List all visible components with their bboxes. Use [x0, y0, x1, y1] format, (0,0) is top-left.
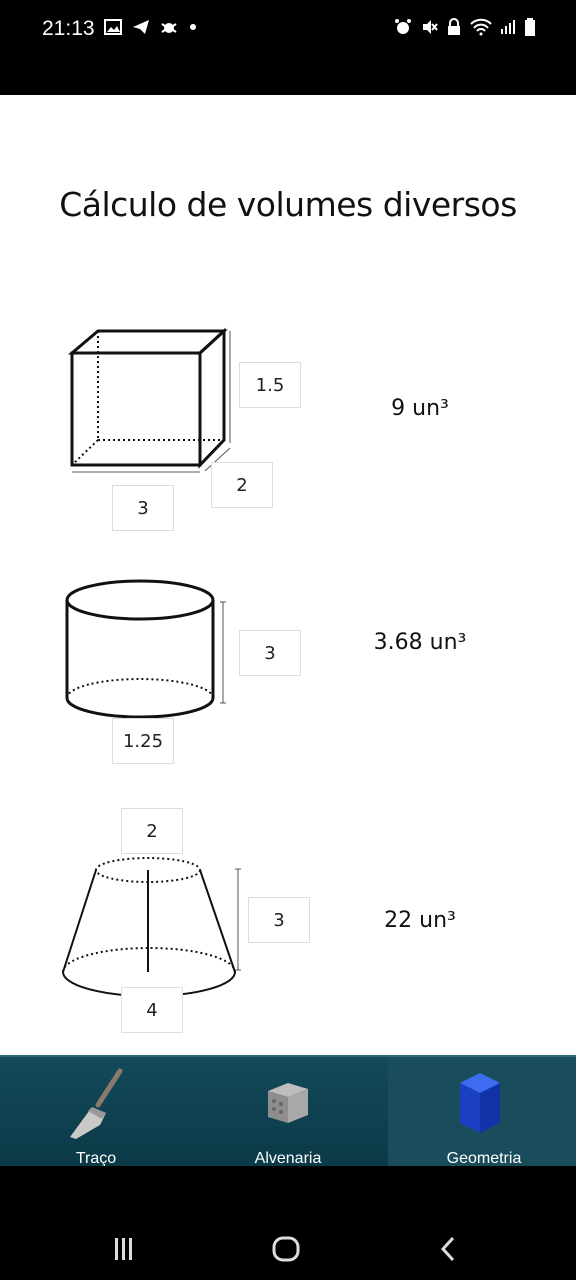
brick-icon: [268, 1083, 308, 1123]
battery-icon: [525, 18, 535, 36]
tab-geometria-label: Geometria: [446, 1150, 522, 1167]
dot-icon: [190, 24, 196, 30]
frustum-bottom-input[interactable]: 4: [121, 987, 183, 1033]
tab-geometria[interactable]: Geometria: [388, 1057, 576, 1168]
recent-apps-icon[interactable]: [112, 1238, 136, 1260]
signal-icon: [501, 20, 515, 34]
cylinder-radius-input[interactable]: 1.25: [112, 718, 174, 764]
status-bar: 21:13: [0, 0, 576, 95]
frustum-result: 22 un³: [384, 908, 456, 933]
home-icon[interactable]: [272, 1236, 300, 1262]
page-title: Cálculo de volumes diversos: [59, 185, 517, 224]
box-width-input[interactable]: 3: [112, 485, 174, 531]
cylinder-diagram: [65, 579, 226, 719]
box-diagram: [67, 327, 231, 473]
frustum-top-input[interactable]: 2: [121, 808, 183, 854]
cylinder-height-input[interactable]: 3: [239, 630, 301, 676]
frustum-diagram: [62, 857, 241, 997]
tab-traco[interactable]: Traço: [0, 1057, 192, 1168]
bottom-nav: Traço Alvenaria Geometria: [0, 1055, 576, 1168]
wifi-icon: [470, 18, 492, 36]
bug-icon: [161, 23, 177, 33]
alarm-icon: [395, 19, 411, 34]
cylinder-result: 3.68 un³: [373, 630, 467, 655]
system-nav-bar: [0, 1166, 576, 1280]
trowel-icon: [70, 1068, 123, 1139]
tab-traco-label: Traço: [75, 1150, 117, 1167]
cube-icon: [460, 1073, 500, 1133]
box-result: 9 un³: [391, 396, 449, 421]
lock-icon: [448, 18, 460, 35]
tab-alvenaria[interactable]: Alvenaria: [192, 1057, 384, 1168]
frustum-height-input[interactable]: 3: [248, 897, 310, 943]
box-height-input[interactable]: 1.5: [239, 362, 301, 408]
gallery-icon: [104, 19, 122, 35]
back-icon[interactable]: [438, 1236, 458, 1262]
mute-icon: [423, 20, 438, 34]
telegram-icon: [133, 20, 149, 34]
box-depth-input[interactable]: 2: [211, 462, 273, 508]
tab-alvenaria-label: Alvenaria: [254, 1150, 322, 1167]
status-time: 21:13: [42, 17, 95, 40]
